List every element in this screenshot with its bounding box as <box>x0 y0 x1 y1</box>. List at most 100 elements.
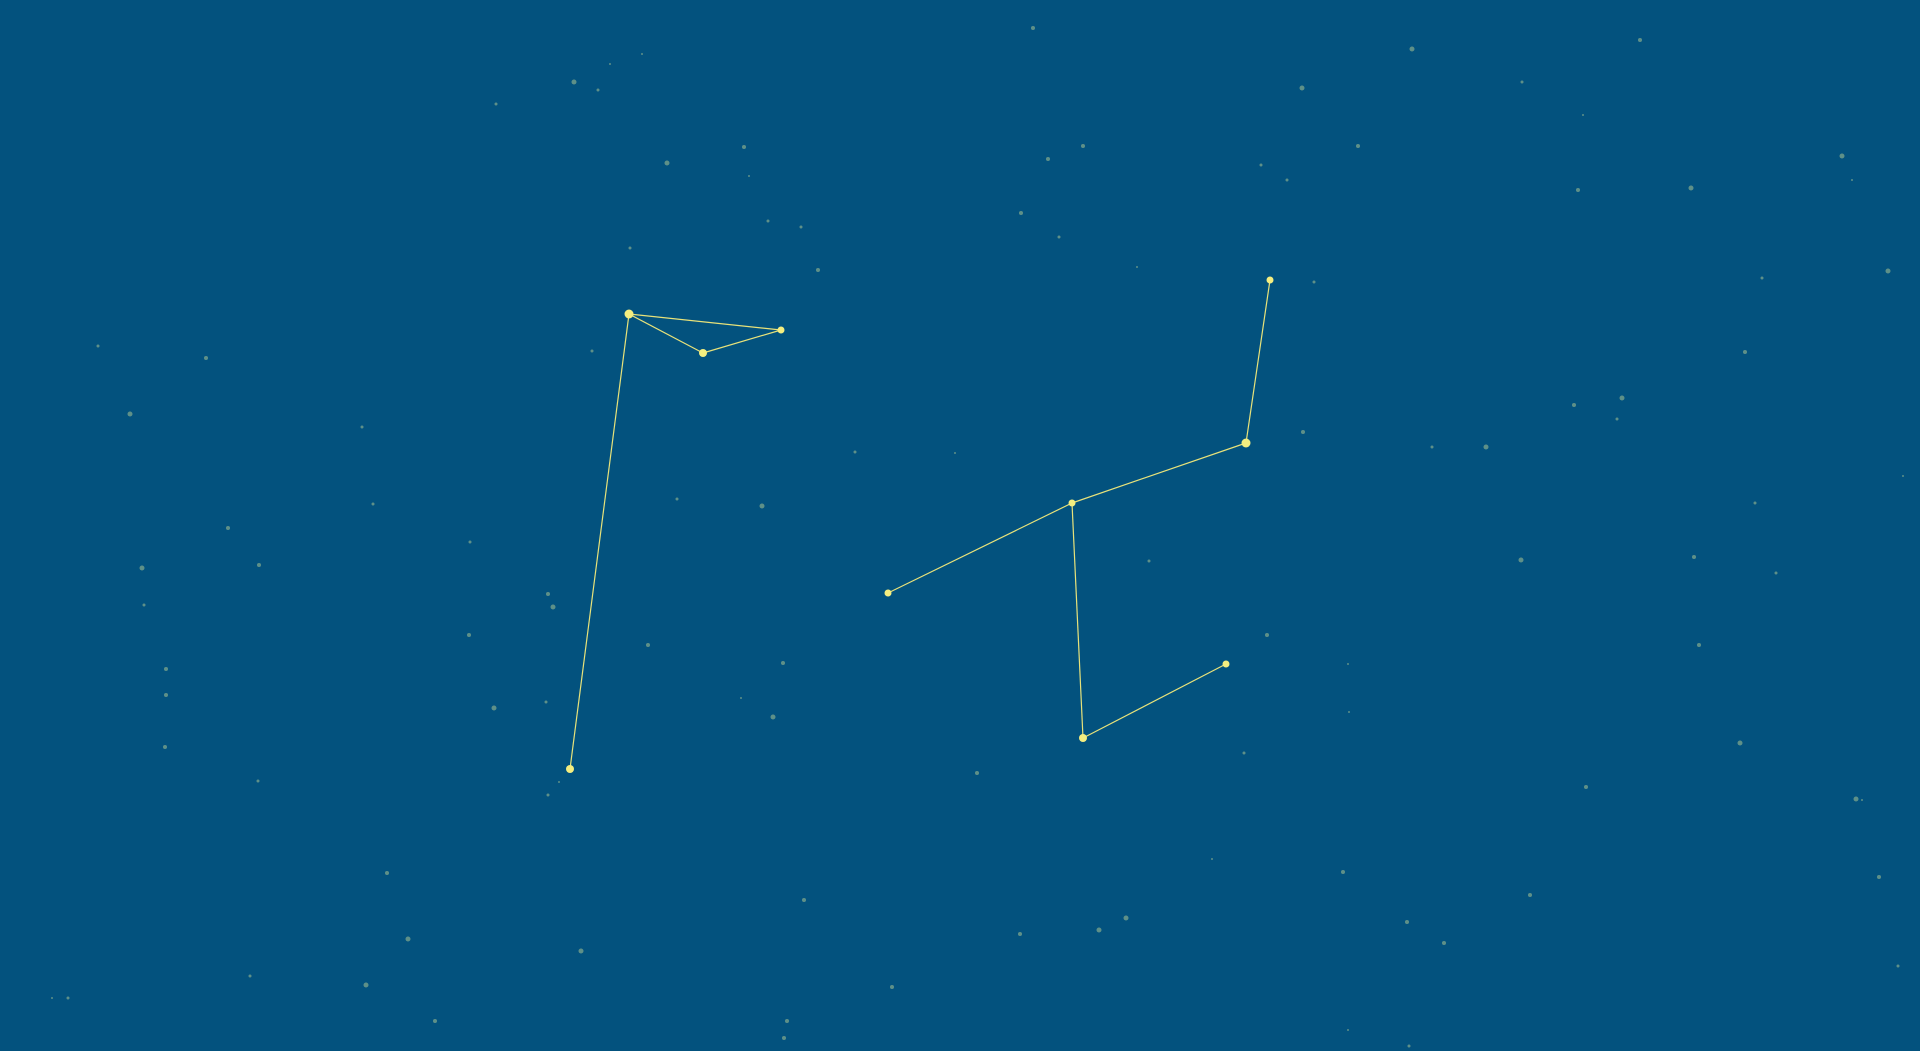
background-star <box>1483 444 1489 450</box>
background-star <box>1839 153 1845 159</box>
background-star <box>799 225 803 229</box>
background-star <box>596 88 600 92</box>
background-star <box>1572 403 1576 407</box>
background-star <box>1442 941 1446 945</box>
background-star <box>257 563 261 567</box>
background-star <box>1299 85 1305 91</box>
background-star <box>742 145 746 149</box>
background-star <box>467 633 471 637</box>
background-star <box>578 948 584 954</box>
background-star <box>494 102 498 106</box>
background-star <box>550 604 556 610</box>
background-star <box>1520 80 1524 84</box>
constellation-star[interactable] <box>699 349 707 357</box>
background-star <box>363 982 369 988</box>
constellation-star[interactable] <box>566 765 574 773</box>
background-star <box>1031 26 1035 30</box>
background-star <box>204 356 208 360</box>
background-star <box>1096 927 1102 933</box>
background-star <box>1081 144 1085 148</box>
background-star <box>1265 633 1269 637</box>
background-star <box>1347 1029 1349 1031</box>
background-star <box>491 705 497 711</box>
background-star <box>628 246 632 250</box>
constellation-star[interactable] <box>1079 734 1087 742</box>
background-star <box>1753 501 1757 505</box>
background-star <box>1242 751 1246 755</box>
background-star <box>544 700 548 704</box>
constellation-line <box>628 313 782 331</box>
background-star <box>163 745 167 749</box>
background-star <box>1259 163 1263 167</box>
background-star <box>1356 144 1360 148</box>
background-star <box>1136 266 1138 268</box>
background-star <box>853 450 857 454</box>
background-star <box>1341 870 1345 874</box>
background-star <box>1885 268 1891 274</box>
background-star <box>468 540 472 544</box>
background-star <box>1638 38 1642 42</box>
background-star <box>1348 711 1350 713</box>
background-star <box>571 79 577 85</box>
background-star <box>1018 932 1022 936</box>
background-star <box>1123 915 1129 921</box>
background-star <box>1576 188 1580 192</box>
constellation-line <box>1071 502 1084 739</box>
background-star <box>1615 417 1619 421</box>
background-star <box>1688 185 1694 191</box>
background-star <box>770 714 776 720</box>
background-star <box>641 53 643 55</box>
background-star <box>405 936 411 942</box>
constellation-line <box>702 329 782 354</box>
background-star <box>766 219 770 223</box>
background-star <box>164 667 168 671</box>
background-star <box>1147 559 1151 563</box>
background-star <box>1584 785 1588 789</box>
background-star <box>1057 235 1061 239</box>
constellation-star[interactable] <box>1241 438 1251 448</box>
background-star <box>816 268 820 272</box>
background-star <box>1430 445 1434 449</box>
background-star <box>1853 796 1859 802</box>
background-star <box>1285 178 1289 182</box>
background-star <box>781 661 785 665</box>
background-star <box>1861 799 1863 801</box>
constellation-star[interactable] <box>624 309 634 319</box>
background-star <box>646 643 650 647</box>
constellation-star[interactable] <box>884 589 892 597</box>
background-star <box>1046 157 1050 161</box>
background-star <box>226 526 230 530</box>
background-star <box>1619 395 1625 401</box>
background-star <box>1760 276 1764 280</box>
background-star <box>1211 858 1213 860</box>
constellation-star[interactable] <box>1266 276 1274 284</box>
background-star <box>1409 46 1415 52</box>
background-star <box>1896 964 1900 968</box>
background-star <box>142 603 146 607</box>
constellation-star[interactable] <box>777 326 785 334</box>
background-star <box>675 497 679 501</box>
background-star <box>66 996 70 1000</box>
background-star <box>127 411 133 417</box>
background-star <box>759 503 765 509</box>
background-star <box>256 779 260 783</box>
background-star <box>546 793 550 797</box>
background-star <box>954 452 956 454</box>
background-star <box>609 63 611 65</box>
background-star <box>139 565 145 571</box>
background-star <box>1737 740 1743 746</box>
background-star <box>248 974 252 978</box>
constellation-line <box>1245 279 1271 444</box>
background-star <box>1518 557 1524 563</box>
right-constellation <box>884 276 1274 742</box>
constellation-star[interactable] <box>1222 660 1230 668</box>
background-star <box>96 344 100 348</box>
background-star <box>558 781 560 783</box>
background-star <box>664 160 670 166</box>
background-star <box>1301 430 1305 434</box>
background-star <box>1902 475 1904 477</box>
background-star <box>975 771 979 775</box>
constellation-star[interactable] <box>1068 499 1076 507</box>
background-star <box>433 1019 437 1023</box>
